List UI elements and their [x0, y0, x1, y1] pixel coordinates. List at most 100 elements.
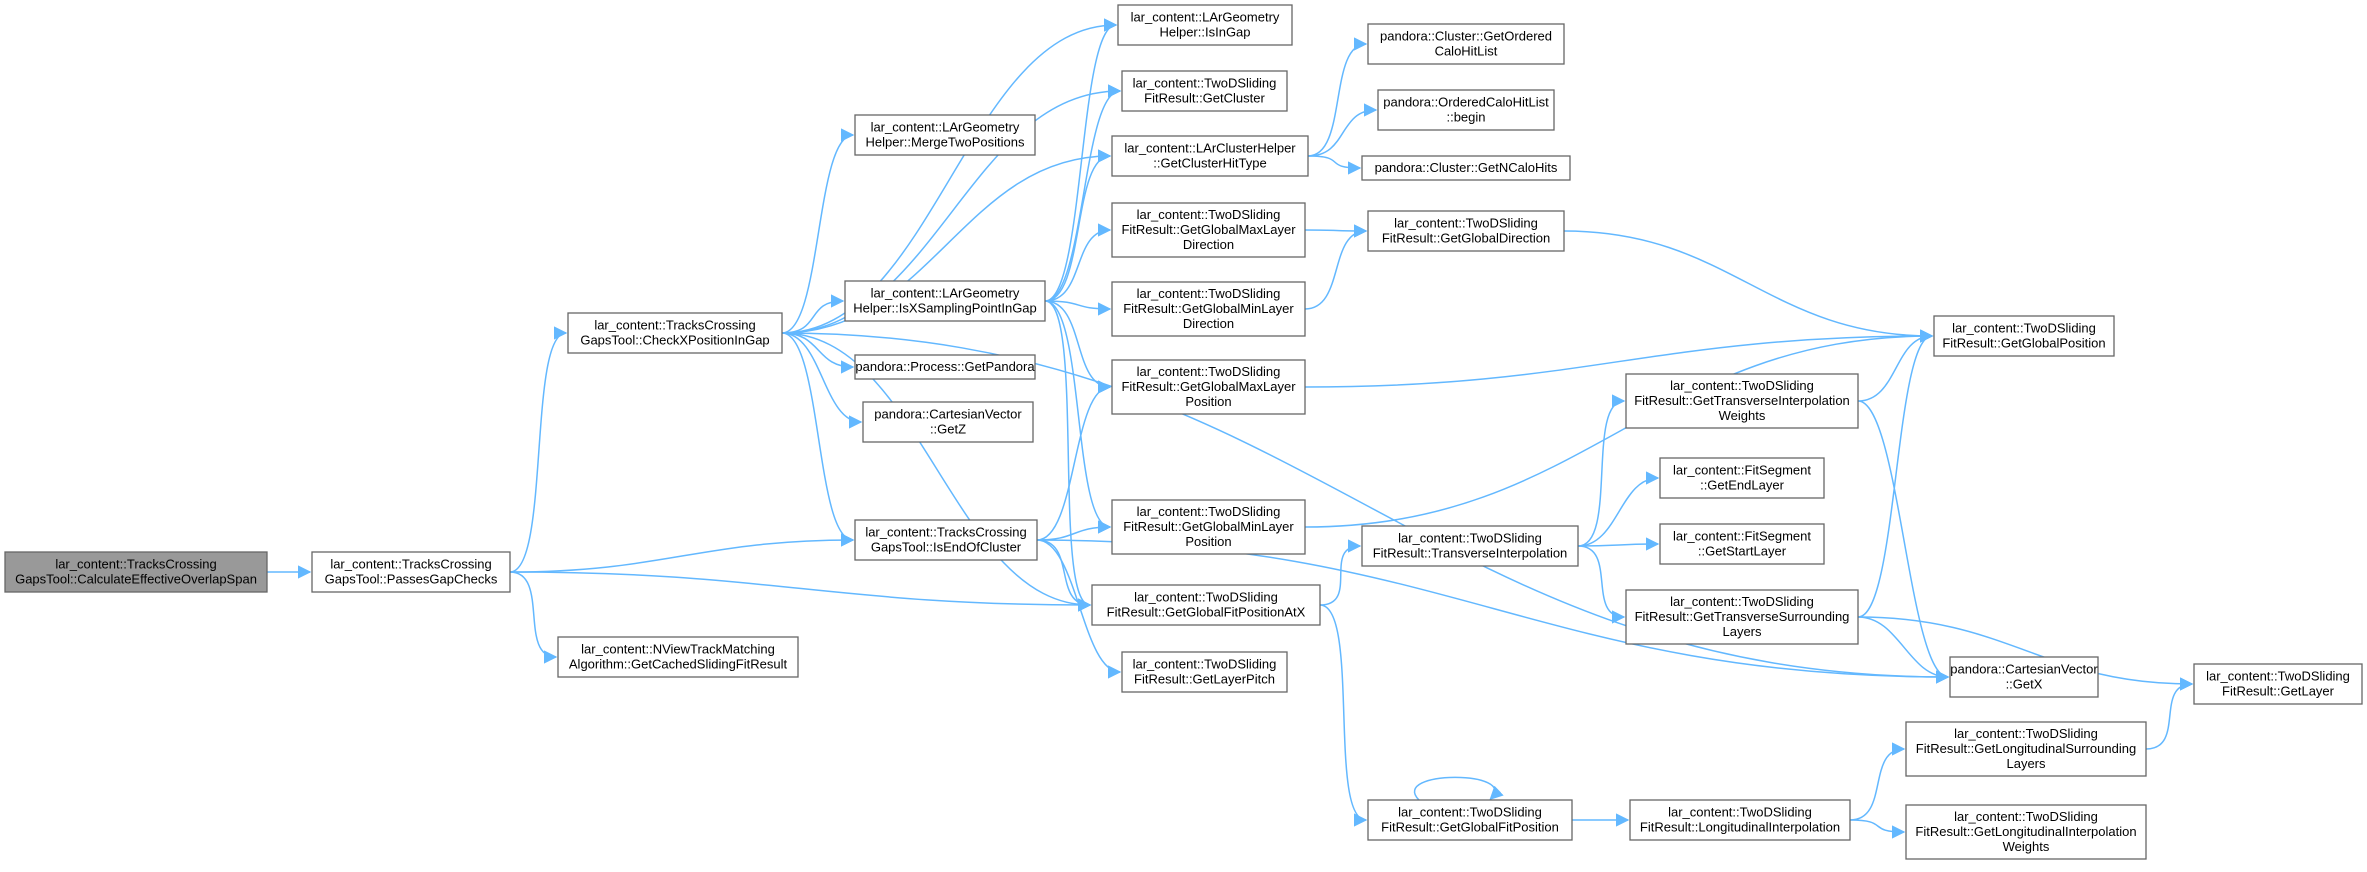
node-globalpos[interactable]: lar_content::TwoDSlidingFitResult::GetGl… — [1933, 315, 2115, 357]
node-box[interactable] — [1361, 155, 1571, 181]
node-startlayer[interactable]: lar_content::FitSegment::GetStartLayer — [1659, 523, 1825, 565]
node-transinterp[interactable]: lar_content::TwoDSlidingFitResult::Trans… — [1361, 525, 1579, 567]
node-calc[interactable]: lar_content::TracksCrossingGapsTool::Cal… — [4, 551, 268, 593]
node-box[interactable] — [854, 114, 1036, 156]
edge-globaldir-to-globalpos — [1563, 230, 1934, 343]
node-box[interactable] — [854, 519, 1038, 561]
node-getpandora[interactable]: pandora::Process::GetPandora — [854, 354, 1036, 380]
node-globalfitpos[interactable]: lar_content::TwoDSlidingFitResult::GetGl… — [1367, 799, 1573, 841]
node-box[interactable] — [311, 551, 511, 593]
edge-isend-to-minpos — [1036, 520, 1112, 541]
node-box[interactable] — [1367, 23, 1565, 65]
node-label: lar_content::TwoDSliding — [2206, 669, 2350, 684]
node-box[interactable] — [1117, 4, 1293, 46]
edge-checkx-to-merge — [781, 128, 855, 334]
node-box[interactable] — [1111, 499, 1306, 555]
node-transsurr[interactable]: lar_content::TwoDSlidingFitResult::GetTr… — [1625, 589, 1859, 645]
node-label: lar_content::TwoDSliding — [1394, 216, 1538, 231]
node-longsurr[interactable]: lar_content::TwoDSlidingFitResult::GetLo… — [1905, 721, 2147, 777]
node-box[interactable] — [1121, 70, 1288, 112]
node-label: Helper::IsInGap — [1159, 25, 1250, 40]
node-box[interactable] — [1111, 281, 1306, 337]
node-begin[interactable]: pandora::OrderedCaloHitList::begin — [1377, 89, 1555, 131]
node-clusterhittype[interactable]: lar_content::LArClusterHelper::GetCluste… — [1111, 135, 1309, 177]
edge-isend-to-fitposx — [1036, 539, 1092, 612]
node-box[interactable] — [1377, 89, 1555, 131]
node-minpos[interactable]: lar_content::TwoDSlidingFitResult::GetGl… — [1111, 499, 1306, 555]
node-box[interactable] — [1629, 799, 1851, 841]
node-box[interactable] — [1905, 804, 2147, 860]
node-getz[interactable]: pandora::CartesianVector::GetZ — [862, 401, 1034, 443]
node-box[interactable] — [1361, 525, 1579, 567]
node-isx[interactable]: lar_content::LArGeometryHelper::IsXSampl… — [844, 280, 1046, 322]
node-label: FitResult::GetLongitudinalSurrounding — [1916, 741, 2136, 756]
node-box[interactable] — [1933, 315, 2115, 357]
node-ncalohits[interactable]: pandora::Cluster::GetNCaloHits — [1361, 155, 1571, 181]
node-nview[interactable]: lar_content::NViewTrackMatchingAlgorithm… — [557, 636, 799, 678]
node-box[interactable] — [854, 354, 1036, 380]
node-box[interactable] — [1111, 359, 1306, 415]
node-box[interactable] — [1625, 589, 1859, 645]
node-box[interactable] — [567, 312, 783, 354]
edge-isx-to-fitposx — [1044, 300, 1092, 612]
node-box[interactable] — [1367, 799, 1573, 841]
node-box[interactable] — [1659, 523, 1825, 565]
node-box[interactable] — [844, 280, 1046, 322]
node-label: Algorithm::GetCachedSlidingFitResult — [569, 657, 788, 672]
edge-clusterhittype-to-begin — [1307, 103, 1378, 157]
node-getcluster[interactable]: lar_content::TwoDSlidingFitResult::GetCl… — [1121, 70, 1288, 112]
node-box[interactable] — [4, 551, 268, 593]
node-fitposx[interactable]: lar_content::TwoDSlidingFitResult::GetGl… — [1091, 584, 1321, 626]
node-maxdir[interactable]: lar_content::TwoDSlidingFitResult::GetGl… — [1111, 202, 1306, 258]
node-box[interactable] — [1905, 721, 2147, 777]
node-label: lar_content::TracksCrossing — [55, 557, 216, 572]
node-longweights[interactable]: lar_content::TwoDSlidingFitResult::GetLo… — [1905, 804, 2147, 860]
node-label: pandora::Process::GetPandora — [855, 359, 1035, 374]
edge-minpos-to-globalpos — [1304, 329, 1934, 528]
node-box[interactable] — [1121, 651, 1288, 693]
edge-transinterp-to-startlayer — [1577, 537, 1660, 551]
node-box[interactable] — [1111, 202, 1306, 258]
edge-checkx-to-fitposx — [781, 332, 1092, 612]
node-label: pandora::CartesianVector — [1950, 662, 2098, 677]
node-box[interactable] — [1659, 457, 1825, 499]
node-label: ::GetClusterHitType — [1153, 156, 1266, 171]
node-label: GapsTool::IsEndOfCluster — [871, 540, 1022, 555]
node-transweights[interactable]: lar_content::TwoDSlidingFitResult::GetTr… — [1625, 373, 1859, 429]
node-getlayer[interactable]: lar_content::TwoDSlidingFitResult::GetLa… — [2193, 663, 2363, 705]
node-label: FitResult::GetCluster — [1144, 91, 1265, 106]
node-isend[interactable]: lar_content::TracksCrossingGapsTool::IsE… — [854, 519, 1038, 561]
node-box[interactable] — [1367, 210, 1565, 252]
node-passes[interactable]: lar_content::TracksCrossingGapsTool::Pas… — [311, 551, 511, 593]
node-box[interactable] — [1949, 656, 2099, 698]
node-label: GapsTool::CalculateEffectiveOverlapSpan — [15, 572, 257, 587]
node-maxpos[interactable]: lar_content::TwoDSlidingFitResult::GetGl… — [1111, 359, 1306, 415]
node-getx[interactable]: pandora::CartesianVector::GetX — [1949, 656, 2099, 698]
node-box[interactable] — [1111, 135, 1309, 177]
node-endlayer[interactable]: lar_content::FitSegment::GetEndLayer — [1659, 457, 1825, 499]
node-box[interactable] — [862, 401, 1034, 443]
node-longinterp[interactable]: lar_content::TwoDSlidingFitResult::Longi… — [1629, 799, 1851, 841]
node-box[interactable] — [2193, 663, 2363, 705]
edge-passes-to-isend — [509, 533, 855, 573]
edge-clusterhittype-to-orderedcalo — [1307, 37, 1368, 157]
node-label: FitResult::GetGlobalMaxLayer — [1121, 222, 1296, 237]
edge-isx-to-isingap — [1044, 18, 1118, 302]
edge-checkx-to-isingap — [781, 18, 1118, 334]
node-merge[interactable]: lar_content::LArGeometryHelper::MergeTwo… — [854, 114, 1036, 156]
node-mindir[interactable]: lar_content::TwoDSlidingFitResult::GetGl… — [1111, 281, 1306, 337]
node-checkx[interactable]: lar_content::TracksCrossingGapsTool::Che… — [567, 312, 783, 354]
node-label: FitResult::GetGlobalPosition — [1942, 336, 2105, 351]
node-box[interactable] — [1625, 373, 1859, 429]
edge-isx-to-getcluster — [1044, 84, 1122, 302]
node-globaldir[interactable]: lar_content::TwoDSlidingFitResult::GetGl… — [1367, 210, 1565, 252]
node-layerpitch[interactable]: lar_content::TwoDSlidingFitResult::GetLa… — [1121, 651, 1288, 693]
node-label: FitResult::GetLayerPitch — [1134, 672, 1275, 687]
node-box[interactable] — [1091, 584, 1321, 626]
node-label: lar_content::TwoDSliding — [1954, 809, 2098, 824]
node-box[interactable] — [557, 636, 799, 678]
edge-passes-to-fitposx — [509, 571, 1092, 612]
node-label: GapsTool::PassesGapChecks — [325, 572, 498, 587]
